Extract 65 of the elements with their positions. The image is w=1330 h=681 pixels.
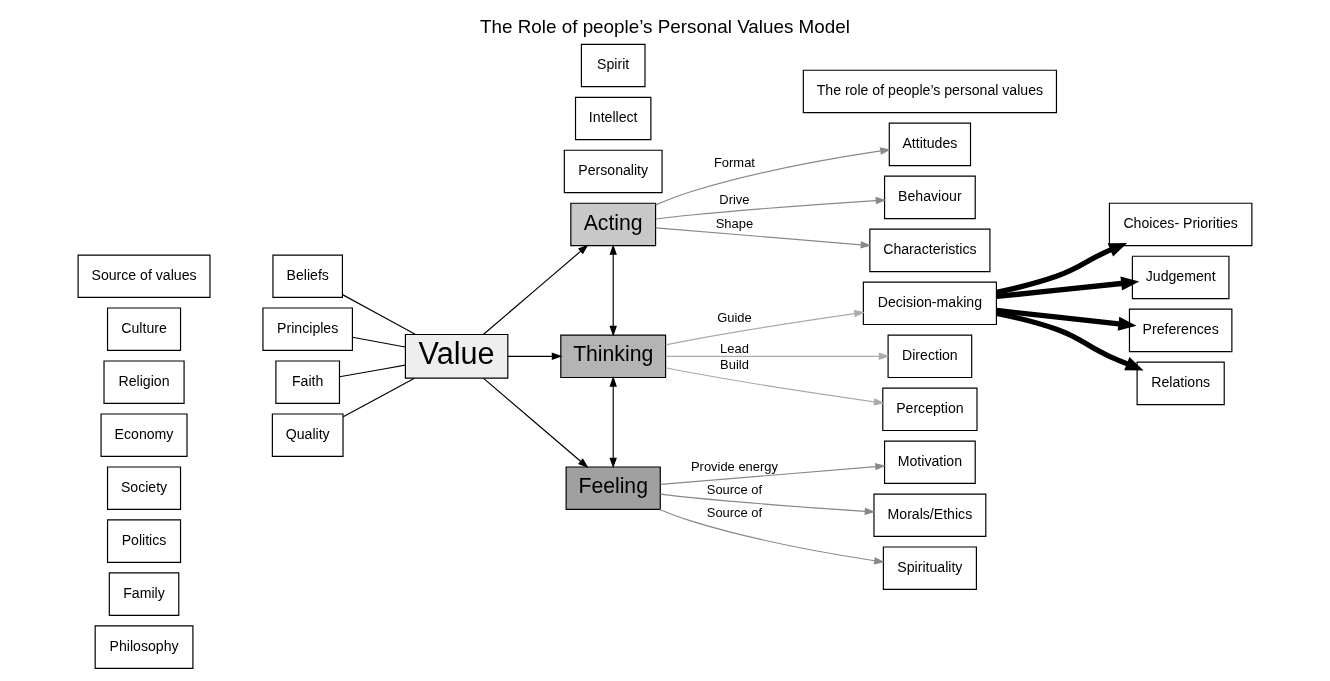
arrow: [659, 462, 886, 485]
node-box: Characteristics: [869, 228, 991, 272]
node-box: Choices- Priorities: [1108, 202, 1253, 246]
edge-label: Source of: [706, 481, 763, 497]
node-box: Relations: [1136, 361, 1225, 405]
node-box: Culture: [106, 306, 182, 351]
node-box: Source of values: [77, 253, 211, 298]
arrow: [996, 242, 1128, 295]
edge-label: Build: [720, 356, 749, 372]
arrow: [655, 226, 872, 248]
node-box: Feeling: [565, 465, 661, 510]
edge-label: Lead: [720, 340, 749, 356]
edge-label: Format: [713, 154, 755, 170]
arrow: [483, 377, 589, 468]
node-box: Judgement: [1131, 255, 1230, 299]
arrow: [665, 366, 885, 405]
node-box: Principles: [262, 306, 353, 351]
edge-label: Shape: [715, 215, 754, 231]
connector: [351, 336, 406, 348]
node-box: Preferences: [1128, 308, 1233, 352]
arrow: [659, 508, 885, 564]
node-box: Morals/Ethics: [873, 492, 987, 537]
node-box: Decision-making: [862, 281, 997, 325]
arrow: [659, 493, 876, 515]
node-box: Spirituality: [882, 545, 977, 590]
node-box: Faith: [275, 359, 341, 404]
node-box: Philosophy: [94, 624, 194, 669]
node-box: The role of people’s personal values: [802, 69, 1058, 113]
arrow: [665, 352, 890, 360]
node-box: Personality: [563, 149, 663, 193]
arrow: [655, 196, 887, 220]
node-box: Spirit: [580, 43, 646, 87]
diagram-title: The Role of people’s Personal Values Model: [480, 15, 850, 37]
node-box: Behaviour: [884, 175, 976, 219]
arrow: [996, 275, 1140, 299]
node-box: Attitudes: [888, 122, 972, 166]
arrow: [609, 375, 617, 468]
connector: [342, 377, 416, 417]
node-box: Politics: [106, 518, 182, 563]
node-box: Society: [106, 465, 182, 510]
node-box: Economy: [100, 412, 188, 457]
node-box: Value: [404, 333, 509, 379]
node-box: Perception: [882, 387, 978, 431]
edge-label: Drive: [719, 191, 750, 207]
node-box: Beliefs: [272, 253, 343, 298]
arrow: [996, 310, 1144, 370]
node-box: Direction: [887, 334, 973, 378]
edge-label: Provide energy: [690, 458, 778, 474]
edge-label: Source of: [706, 504, 763, 520]
arrow: [507, 352, 563, 360]
arrow: [996, 307, 1137, 331]
node-box: Intellect: [574, 96, 652, 140]
node-box: Acting: [570, 202, 657, 246]
arrow: [483, 244, 589, 335]
node-box: Quality: [271, 412, 344, 457]
node-box: Thinking: [560, 334, 667, 378]
connector: [341, 293, 416, 335]
node-box: Motivation: [884, 440, 976, 484]
node-box: Family: [108, 571, 180, 616]
arrow: [655, 146, 891, 205]
node-box: Religion: [103, 359, 185, 404]
arrow: [609, 243, 617, 336]
connector: [339, 364, 406, 377]
arrow: [665, 309, 865, 345]
edge-label: Guide: [717, 309, 752, 325]
